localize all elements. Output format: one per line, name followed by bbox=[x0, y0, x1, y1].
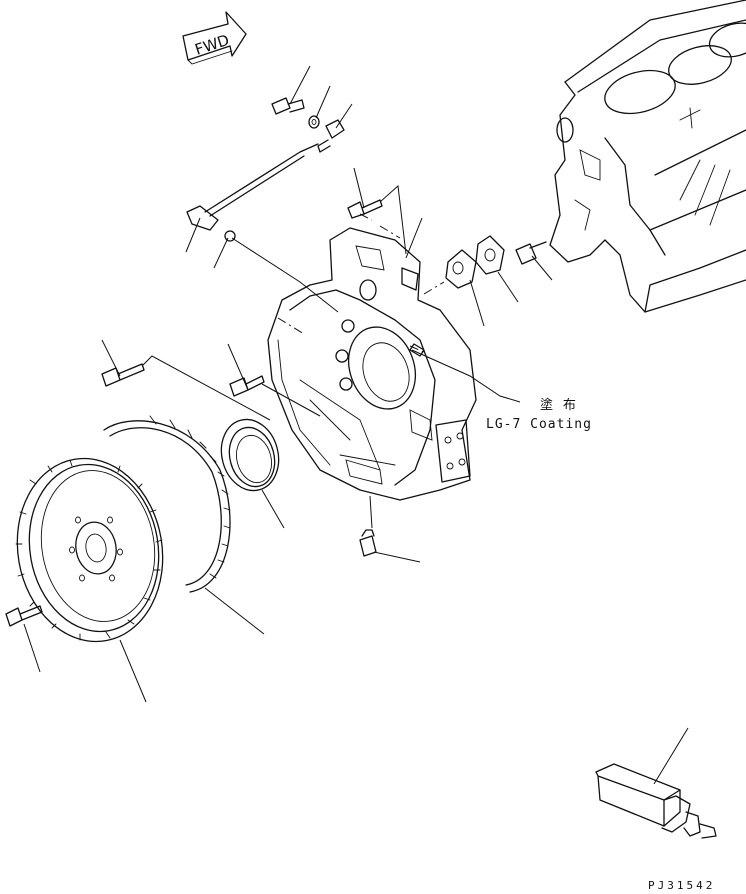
coating-note-label: LG-7 Coating bbox=[486, 417, 592, 432]
housing-bolts bbox=[101, 363, 265, 397]
drain-plug bbox=[359, 529, 377, 557]
coating-point-marker bbox=[409, 343, 425, 357]
ring-gear bbox=[103, 415, 231, 593]
cover-plates bbox=[347, 199, 547, 289]
drawing-number: PJ31542 bbox=[648, 879, 715, 892]
coating-note-japanese: 塗 布 bbox=[540, 397, 577, 413]
flywheel bbox=[15, 457, 164, 643]
engine-block bbox=[549, 0, 746, 313]
forward-arrow-icon: FWD bbox=[182, 11, 247, 65]
leader-lines bbox=[23, 65, 689, 785]
fwd-label: FWD bbox=[193, 31, 232, 59]
special-tool bbox=[595, 763, 717, 839]
oil-seal bbox=[220, 418, 280, 492]
flywheel-housing bbox=[267, 227, 477, 501]
sensor-assembly bbox=[186, 97, 345, 242]
flywheel-bolt bbox=[5, 605, 43, 627]
